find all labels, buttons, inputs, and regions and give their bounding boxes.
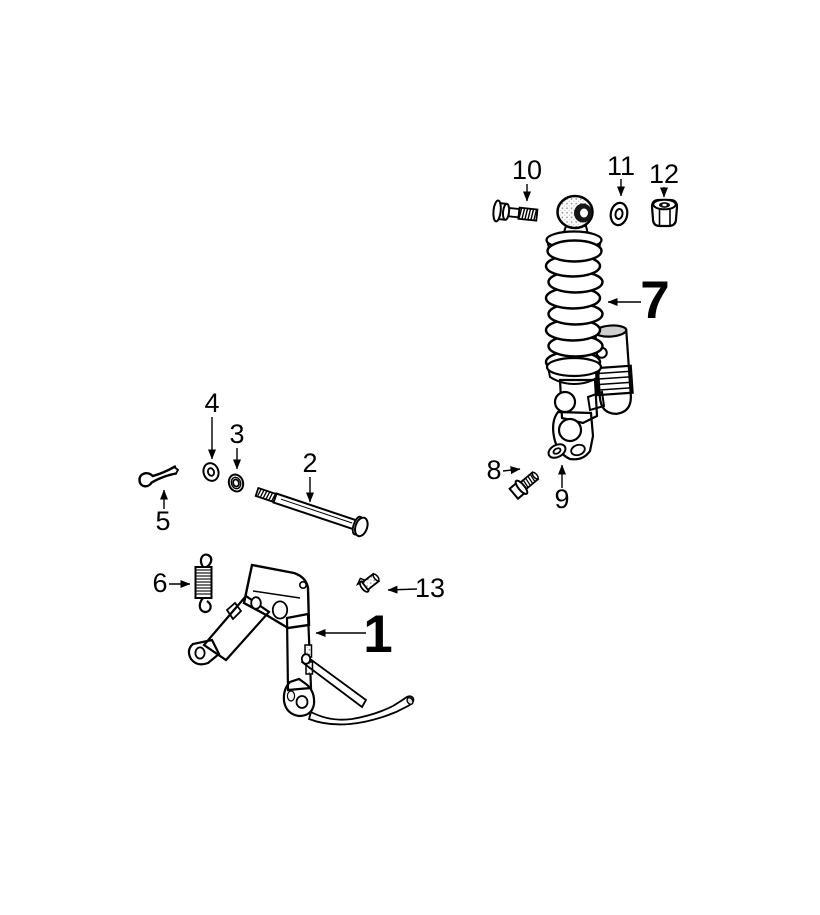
stand-body-hole-small xyxy=(298,580,307,589)
part-upper-washer xyxy=(609,201,629,227)
callout-7-label: 7 xyxy=(640,271,669,330)
part-lock-nut xyxy=(650,198,679,228)
callout-5: 5 xyxy=(155,489,171,536)
callout-5-label: 5 xyxy=(155,506,170,536)
part-cotter-pin xyxy=(138,465,180,488)
part-pivot-bolt xyxy=(254,486,369,538)
part-washer-3 xyxy=(227,473,245,493)
stand-pivot-highlight xyxy=(286,690,296,702)
stand-pivot-hole xyxy=(295,695,309,709)
callout-13-label: 13 xyxy=(415,573,445,603)
callout-4: 4 xyxy=(204,388,220,460)
shock-reservoir-ribbed-band xyxy=(594,364,634,397)
stand-lever-tip xyxy=(406,696,414,706)
stand-left-foot-hole xyxy=(194,646,206,660)
shock-reservoir xyxy=(594,324,634,415)
part-lower-washer xyxy=(547,443,567,459)
shock-clevis-hole xyxy=(557,417,583,443)
part-lower-mount-bolt xyxy=(508,471,540,501)
shock-reservoir-link xyxy=(586,390,606,412)
shock-coil-spring xyxy=(544,239,604,374)
part-center-stand xyxy=(187,563,415,726)
callout-8-leader xyxy=(502,466,521,475)
stand-foot-lever xyxy=(307,695,415,726)
part-washer-4 xyxy=(202,462,220,482)
callout-6: 6 xyxy=(152,568,191,598)
callout-10: 10 xyxy=(512,155,542,202)
callout-8: 8 xyxy=(486,455,521,485)
part-clip-screw xyxy=(355,572,381,593)
callout-9: 9 xyxy=(554,464,570,514)
callout-13-leader xyxy=(387,585,418,594)
part-shock-absorber xyxy=(544,194,634,461)
callout-4-label: 4 xyxy=(204,388,219,418)
callout-1: 1 xyxy=(315,605,393,664)
callout-12: 12 xyxy=(649,159,679,198)
callout-11: 11 xyxy=(607,151,635,197)
stand-left-tab xyxy=(225,601,243,621)
spring-top-hook xyxy=(199,553,213,569)
callout-10-label: 10 xyxy=(512,155,542,185)
shock-top-bushing-bore xyxy=(580,208,588,218)
shock-clevis-tip xyxy=(570,443,586,457)
stand-body-hole-right xyxy=(271,600,289,620)
shock-bottom-seat xyxy=(545,356,603,378)
callout-1-label: 1 xyxy=(363,605,392,664)
stand-body-hole-left xyxy=(250,596,262,610)
shock-lower-boss xyxy=(553,390,577,414)
callout-13: 13 xyxy=(387,573,445,603)
callout-3: 3 xyxy=(229,419,245,470)
callout-7: 7 xyxy=(607,271,670,330)
callout-9-label: 9 xyxy=(554,484,569,514)
part-upper-mount-bolt xyxy=(492,199,539,223)
callout-6-label: 6 xyxy=(152,568,167,598)
stand-rod-boss xyxy=(300,653,312,665)
callout-11-label: 11 xyxy=(607,151,635,181)
part-return-spring xyxy=(194,553,213,614)
callout-12-label: 12 xyxy=(649,159,679,189)
callout-2-label: 2 xyxy=(302,448,317,478)
stand-pivot xyxy=(282,677,316,718)
spring-bottom-hook xyxy=(198,597,212,614)
stand-left-leg xyxy=(202,594,271,662)
shock-reservoir-body xyxy=(594,328,632,415)
callout-8-label: 8 xyxy=(486,455,501,485)
callout-2: 2 xyxy=(302,448,318,503)
callout-3-label: 3 xyxy=(229,419,244,449)
stand-left-foot xyxy=(187,638,221,666)
